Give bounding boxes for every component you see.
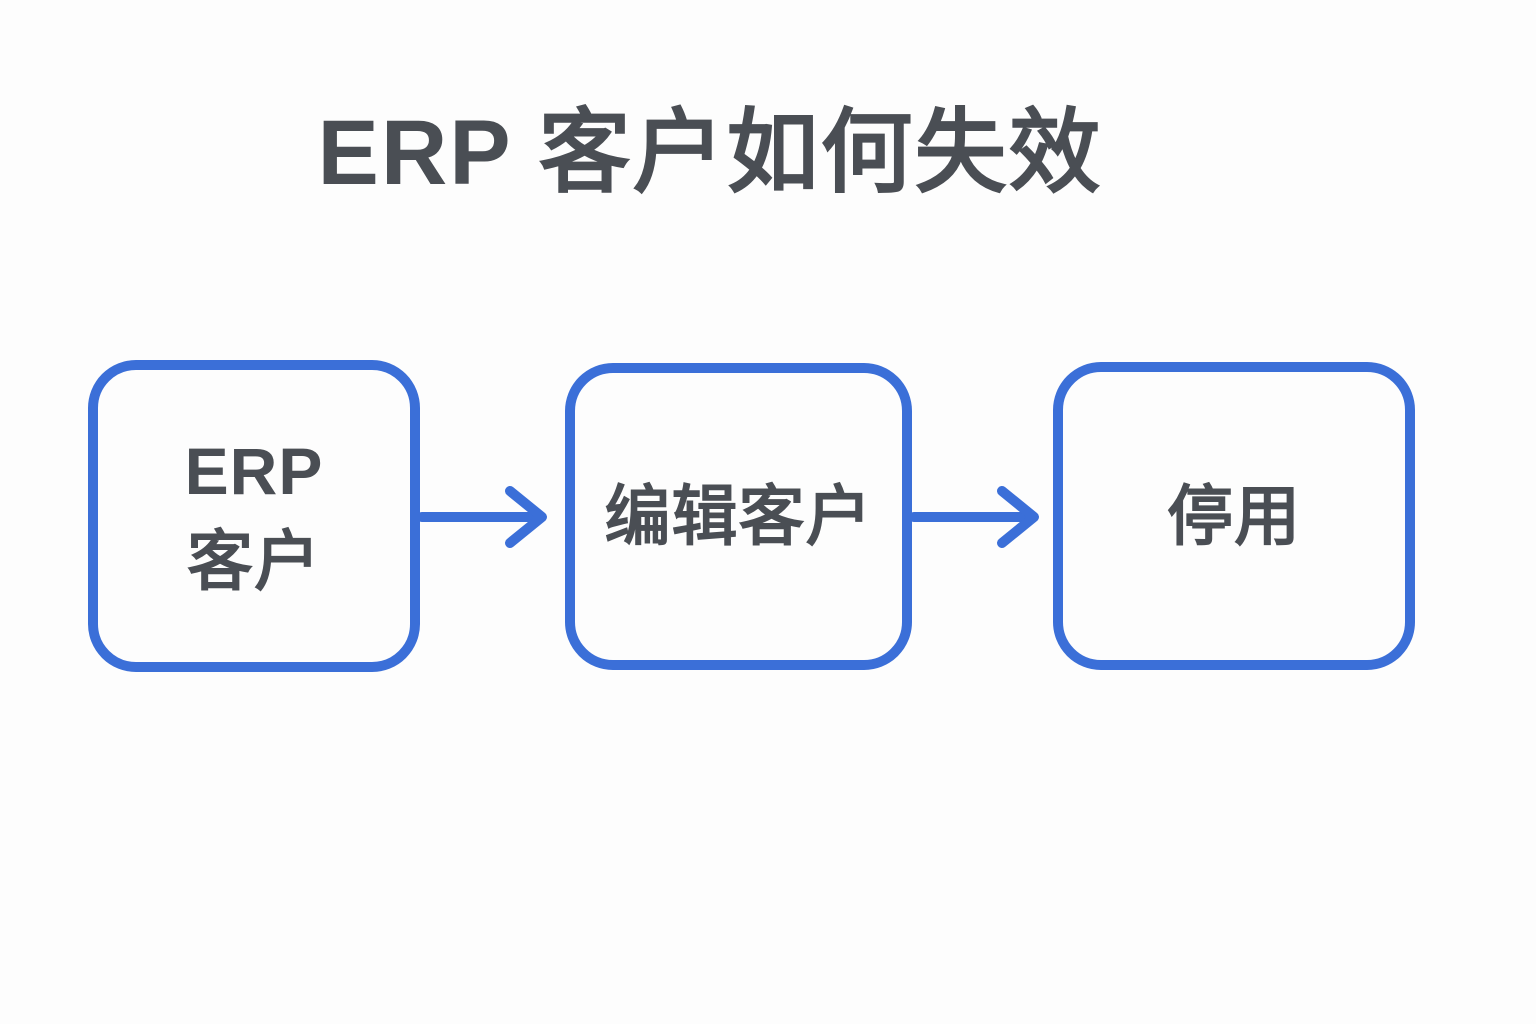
- node-label-line: 停用: [1167, 478, 1301, 553]
- arrow-right-icon: [420, 486, 547, 548]
- node-label: 编辑客户: [605, 475, 873, 558]
- flow-node-deactivate: 停用: [1053, 362, 1415, 670]
- flow-node-edit-customer: 编辑客户: [565, 363, 912, 670]
- flow-node-erp-customer: ERP 客户: [88, 360, 420, 672]
- diagram-title: ERP 客户如何失效: [317, 102, 1103, 204]
- node-label: ERP 客户: [185, 430, 324, 603]
- arrow-right-icon: [912, 486, 1039, 548]
- node-label-line: 客户: [187, 524, 321, 598]
- node-label-line: 编辑客户: [604, 479, 873, 554]
- node-label: 停用: [1167, 475, 1301, 558]
- node-label-line: ERP: [184, 433, 324, 508]
